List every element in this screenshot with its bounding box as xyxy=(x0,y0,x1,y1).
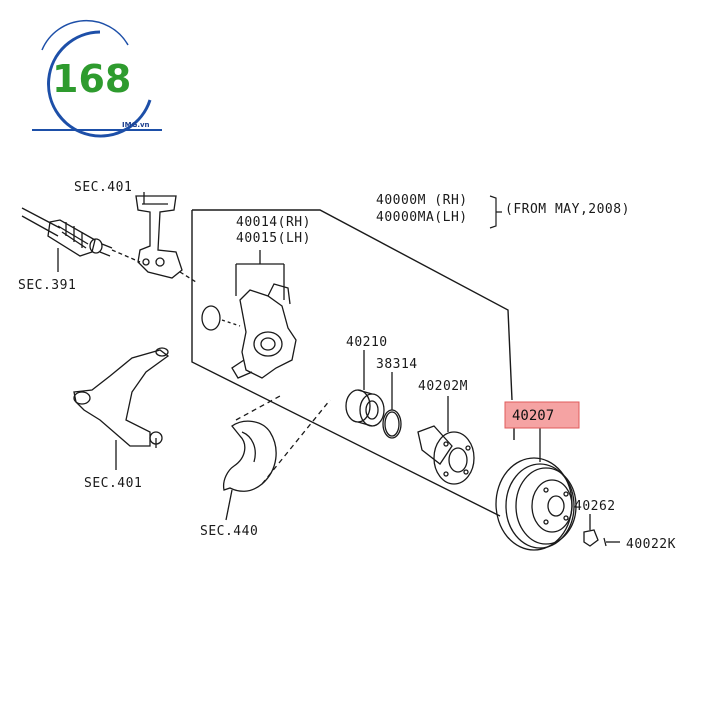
label-bearing: 40210 xyxy=(346,335,388,350)
label-hub: 40202M xyxy=(418,379,468,394)
drive-shaft xyxy=(21,207,141,272)
label-bolt: 40022K xyxy=(626,537,676,552)
logo-ring xyxy=(47,30,152,138)
control-arm xyxy=(73,347,170,470)
brake-rotor xyxy=(495,428,577,551)
label-snap-ring: 38314 xyxy=(376,357,418,372)
logo-subtext: IMG.vn xyxy=(122,121,150,129)
rotor-screw xyxy=(583,514,620,547)
logo-number: 168 xyxy=(52,57,131,101)
highlight-box xyxy=(504,401,580,429)
strut-part xyxy=(135,192,197,283)
label-sec401-top: SEC.401 xyxy=(74,180,132,195)
axle-bracket xyxy=(489,195,502,229)
label-knuckle-rh: 40014(RH) xyxy=(236,215,311,230)
label-sec401-bottom: SEC.401 xyxy=(84,476,142,491)
logo-ring-inner xyxy=(41,19,129,51)
snap-ring xyxy=(382,372,402,439)
logo: 168 IMG.vn xyxy=(32,19,162,138)
label-axle-lh: 40000MA(LH) xyxy=(376,210,468,225)
label-axle-rh: 40000M (RH) xyxy=(376,193,468,208)
label-sec440: SEC.440 xyxy=(200,524,258,539)
steering-knuckle xyxy=(201,250,297,379)
label-knuckle-lh: 40015(LH) xyxy=(236,231,311,246)
wheel-hub xyxy=(417,396,475,485)
wheel-bearing xyxy=(345,350,385,427)
splash-shield xyxy=(222,395,331,521)
label-sec391: SEC.391 xyxy=(18,278,76,293)
label-washer: 40262 xyxy=(574,499,616,514)
label-from-date: (FROM MAY,2008) xyxy=(505,202,630,217)
label-rotor: 40207 xyxy=(512,408,554,424)
